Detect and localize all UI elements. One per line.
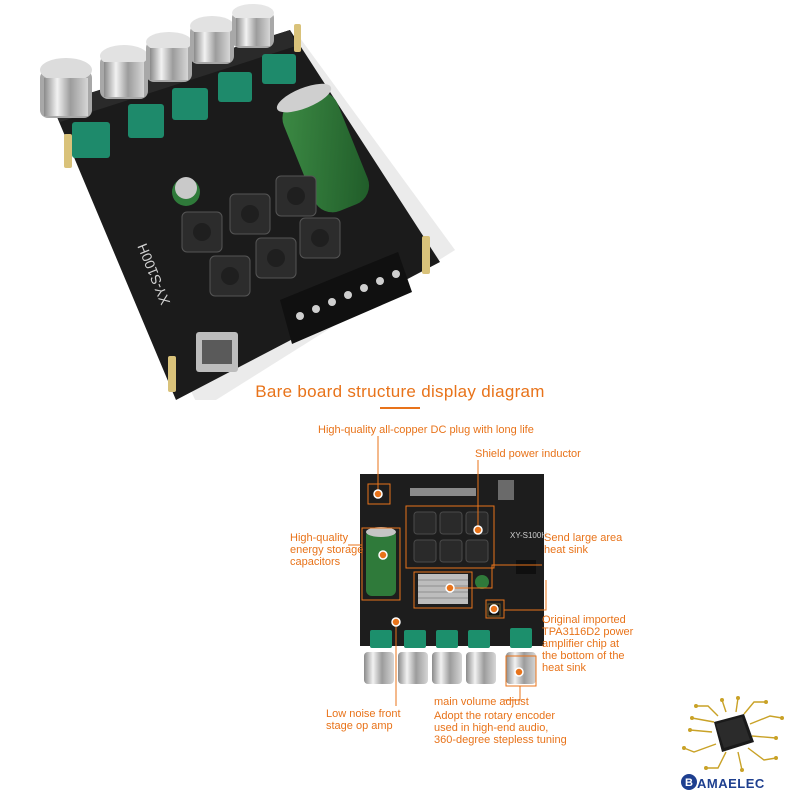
diagram-model-silkscreen: XY-S100H	[510, 531, 547, 540]
title-underline	[380, 407, 420, 409]
board-photo-angled: XY-S100H	[40, 4, 455, 400]
callout-op-amp: Low noise front stage op amp	[326, 708, 401, 732]
callout-capacitors: High-quality energy storage capacitors	[290, 532, 364, 568]
svg-text:B: B	[685, 777, 693, 789]
small-capacitor	[172, 177, 200, 206]
speaker-terminal-block	[280, 252, 412, 344]
diagram-knob-row	[364, 652, 536, 684]
callout-volume: main volume adjust	[434, 696, 529, 708]
usb-port	[196, 332, 238, 372]
chip-icon	[682, 696, 784, 772]
diagram-heat-sink	[418, 574, 468, 604]
callout-dc-plug: High-quality all-copper DC plug with lon…	[318, 424, 534, 436]
logo-text: AMAELEC	[697, 776, 765, 791]
callout-heat-sink: Send large area heat sink	[544, 532, 623, 556]
diagram-potentiometer-row	[370, 628, 532, 648]
logo-badge-icon: B	[681, 774, 697, 790]
large-capacitor	[276, 83, 370, 213]
callout-amp-chip: Original imported TPA3116D2 power amplif…	[542, 614, 634, 674]
potentiometer-row	[72, 54, 296, 158]
diagram-capacitor	[366, 530, 396, 596]
callout-encoder: Adopt the rotary encoder used in high-en…	[434, 710, 567, 746]
knob-row	[40, 4, 274, 118]
diagram-title: Bare board structure display diagram	[255, 382, 545, 401]
callout-shield-inductor: Shield power inductor	[475, 448, 581, 460]
